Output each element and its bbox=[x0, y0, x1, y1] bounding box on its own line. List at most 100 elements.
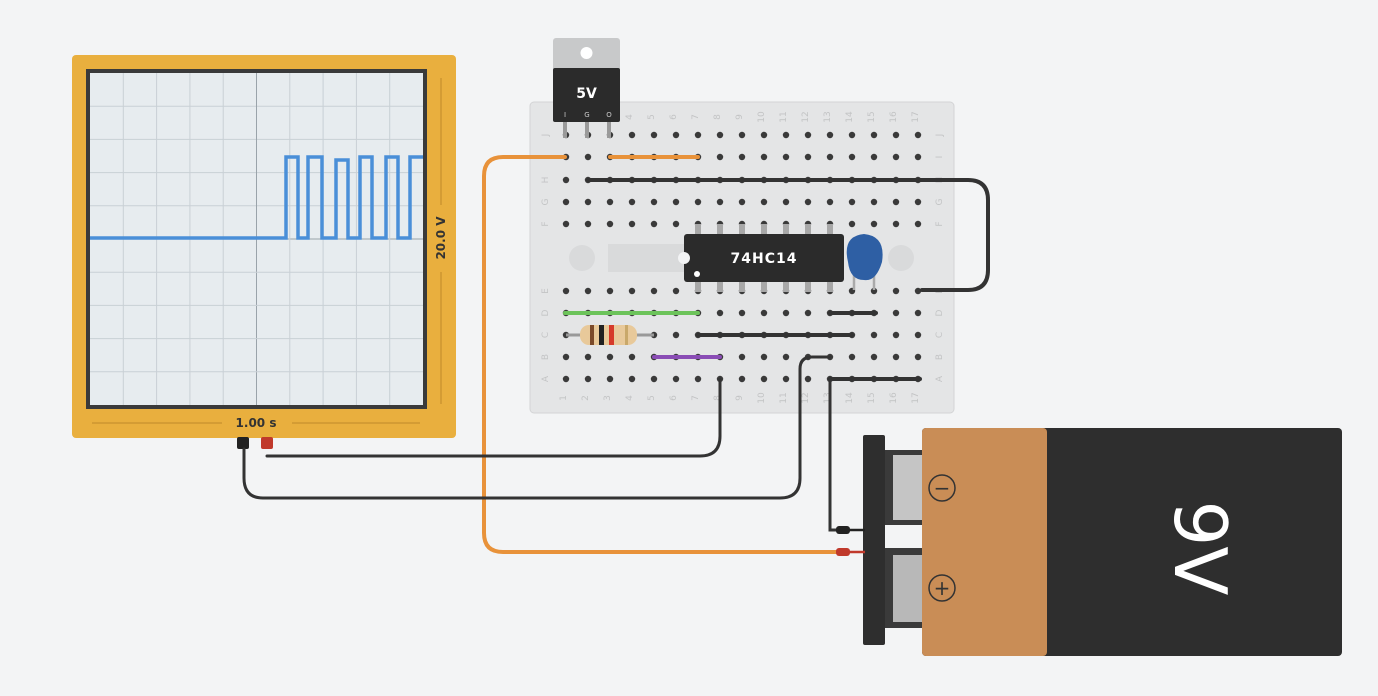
breadboard-hole[interactable] bbox=[892, 131, 900, 139]
breadboard-hole[interactable] bbox=[760, 131, 768, 139]
breadboard-hole[interactable] bbox=[848, 198, 856, 206]
breadboard-hole[interactable] bbox=[628, 375, 636, 383]
ic-74hc14[interactable]: 74HC14 bbox=[678, 224, 844, 292]
breadboard-hole[interactable] bbox=[562, 287, 570, 295]
breadboard-hole[interactable] bbox=[738, 309, 746, 317]
breadboard-hole[interactable] bbox=[914, 153, 922, 161]
wire-probe-positive[interactable] bbox=[265, 377, 722, 458]
breadboard-hole[interactable] bbox=[826, 198, 834, 206]
breadboard-hole[interactable] bbox=[804, 375, 812, 383]
breadboard-hole[interactable] bbox=[760, 353, 768, 361]
breadboard-hole[interactable] bbox=[870, 331, 878, 339]
breadboard-hole[interactable] bbox=[650, 131, 658, 139]
wire-orange-battery-positive[interactable] bbox=[482, 155, 838, 554]
breadboard-hole[interactable] bbox=[650, 375, 658, 383]
wire-probe-negative[interactable] bbox=[242, 355, 832, 500]
breadboard-hole[interactable] bbox=[914, 287, 922, 295]
breadboard-hole[interactable] bbox=[848, 131, 856, 139]
breadboard-hole[interactable] bbox=[870, 153, 878, 161]
wire-battery-negative[interactable] bbox=[828, 377, 840, 532]
breadboard-hole[interactable] bbox=[870, 287, 878, 295]
breadboard-hole[interactable] bbox=[914, 220, 922, 228]
breadboard-hole[interactable] bbox=[892, 287, 900, 295]
breadboard-hole[interactable] bbox=[782, 131, 790, 139]
battery-9v[interactable]: − + 9V bbox=[836, 428, 1342, 656]
breadboard-hole[interactable] bbox=[584, 198, 592, 206]
voltage-regulator[interactable]: 5V I G O bbox=[553, 38, 620, 138]
breadboard-hole[interactable] bbox=[760, 153, 768, 161]
wire-black-loop[interactable] bbox=[920, 178, 990, 292]
breadboard-hole[interactable] bbox=[672, 131, 680, 139]
breadboard-hole[interactable] bbox=[716, 131, 724, 139]
breadboard-hole[interactable] bbox=[870, 198, 878, 206]
breadboard-hole[interactable] bbox=[694, 375, 702, 383]
breadboard-hole[interactable] bbox=[892, 220, 900, 228]
breadboard-hole[interactable] bbox=[870, 353, 878, 361]
breadboard-hole[interactable] bbox=[584, 153, 592, 161]
breadboard-hole[interactable] bbox=[650, 220, 658, 228]
probe-positive-terminal[interactable] bbox=[261, 437, 273, 449]
breadboard-hole[interactable] bbox=[562, 198, 570, 206]
external-wires[interactable] bbox=[242, 155, 840, 554]
breadboard-hole[interactable] bbox=[650, 287, 658, 295]
breadboard-hole[interactable] bbox=[584, 375, 592, 383]
breadboard-hole[interactable] bbox=[562, 375, 570, 383]
breadboard-hole[interactable] bbox=[672, 198, 680, 206]
breadboard-hole[interactable] bbox=[738, 131, 746, 139]
breadboard-hole[interactable] bbox=[672, 287, 680, 295]
breadboard-wires[interactable] bbox=[563, 155, 990, 381]
breadboard-hole[interactable] bbox=[848, 353, 856, 361]
breadboard-hole[interactable] bbox=[716, 198, 724, 206]
probe-negative-terminal[interactable] bbox=[237, 437, 249, 449]
breadboard-hole[interactable] bbox=[892, 309, 900, 317]
breadboard-hole[interactable] bbox=[826, 131, 834, 139]
breadboard-hole[interactable] bbox=[716, 309, 724, 317]
breadboard-hole[interactable] bbox=[672, 331, 680, 339]
breadboard-hole[interactable] bbox=[628, 353, 636, 361]
breadboard-hole[interactable] bbox=[914, 331, 922, 339]
breadboard-hole[interactable] bbox=[760, 375, 768, 383]
breadboard-hole[interactable] bbox=[804, 198, 812, 206]
breadboard-hole[interactable] bbox=[584, 353, 592, 361]
breadboard-hole[interactable] bbox=[584, 220, 592, 228]
breadboard-hole[interactable] bbox=[914, 309, 922, 317]
resistor[interactable] bbox=[566, 325, 654, 345]
breadboard-hole[interactable] bbox=[892, 153, 900, 161]
breadboard-hole[interactable] bbox=[738, 375, 746, 383]
breadboard-hole[interactable] bbox=[562, 176, 570, 184]
breadboard-hole[interactable] bbox=[562, 353, 570, 361]
breadboard-hole[interactable] bbox=[804, 309, 812, 317]
breadboard-hole[interactable] bbox=[694, 198, 702, 206]
breadboard-hole[interactable] bbox=[782, 375, 790, 383]
breadboard-hole[interactable] bbox=[738, 353, 746, 361]
oscilloscope[interactable]: 1.00 s 20.0 V bbox=[72, 55, 456, 449]
breadboard-hole[interactable] bbox=[848, 220, 856, 228]
breadboard-hole[interactable] bbox=[672, 220, 680, 228]
breadboard-hole[interactable] bbox=[562, 220, 570, 228]
breadboard-hole[interactable] bbox=[848, 153, 856, 161]
breadboard-hole[interactable] bbox=[738, 198, 746, 206]
breadboard-hole[interactable] bbox=[826, 153, 834, 161]
breadboard-hole[interactable] bbox=[606, 287, 614, 295]
breadboard-hole[interactable] bbox=[892, 353, 900, 361]
breadboard-hole[interactable] bbox=[584, 287, 592, 295]
breadboard-hole[interactable] bbox=[606, 198, 614, 206]
breadboard-hole[interactable] bbox=[672, 375, 680, 383]
breadboard-hole[interactable] bbox=[782, 153, 790, 161]
breadboard-hole[interactable] bbox=[760, 198, 768, 206]
breadboard-hole[interactable] bbox=[628, 131, 636, 139]
breadboard-hole[interactable] bbox=[804, 131, 812, 139]
breadboard-hole[interactable] bbox=[716, 153, 724, 161]
breadboard-hole[interactable] bbox=[892, 198, 900, 206]
breadboard-hole[interactable] bbox=[870, 131, 878, 139]
breadboard-hole[interactable] bbox=[782, 198, 790, 206]
breadboard-hole[interactable] bbox=[606, 375, 614, 383]
breadboard-hole[interactable] bbox=[738, 153, 746, 161]
breadboard-hole[interactable] bbox=[606, 220, 614, 228]
breadboard-hole[interactable] bbox=[760, 309, 768, 317]
breadboard-hole[interactable] bbox=[870, 220, 878, 228]
breadboard-hole[interactable] bbox=[628, 287, 636, 295]
breadboard-hole[interactable] bbox=[914, 131, 922, 139]
breadboard-hole[interactable] bbox=[914, 198, 922, 206]
